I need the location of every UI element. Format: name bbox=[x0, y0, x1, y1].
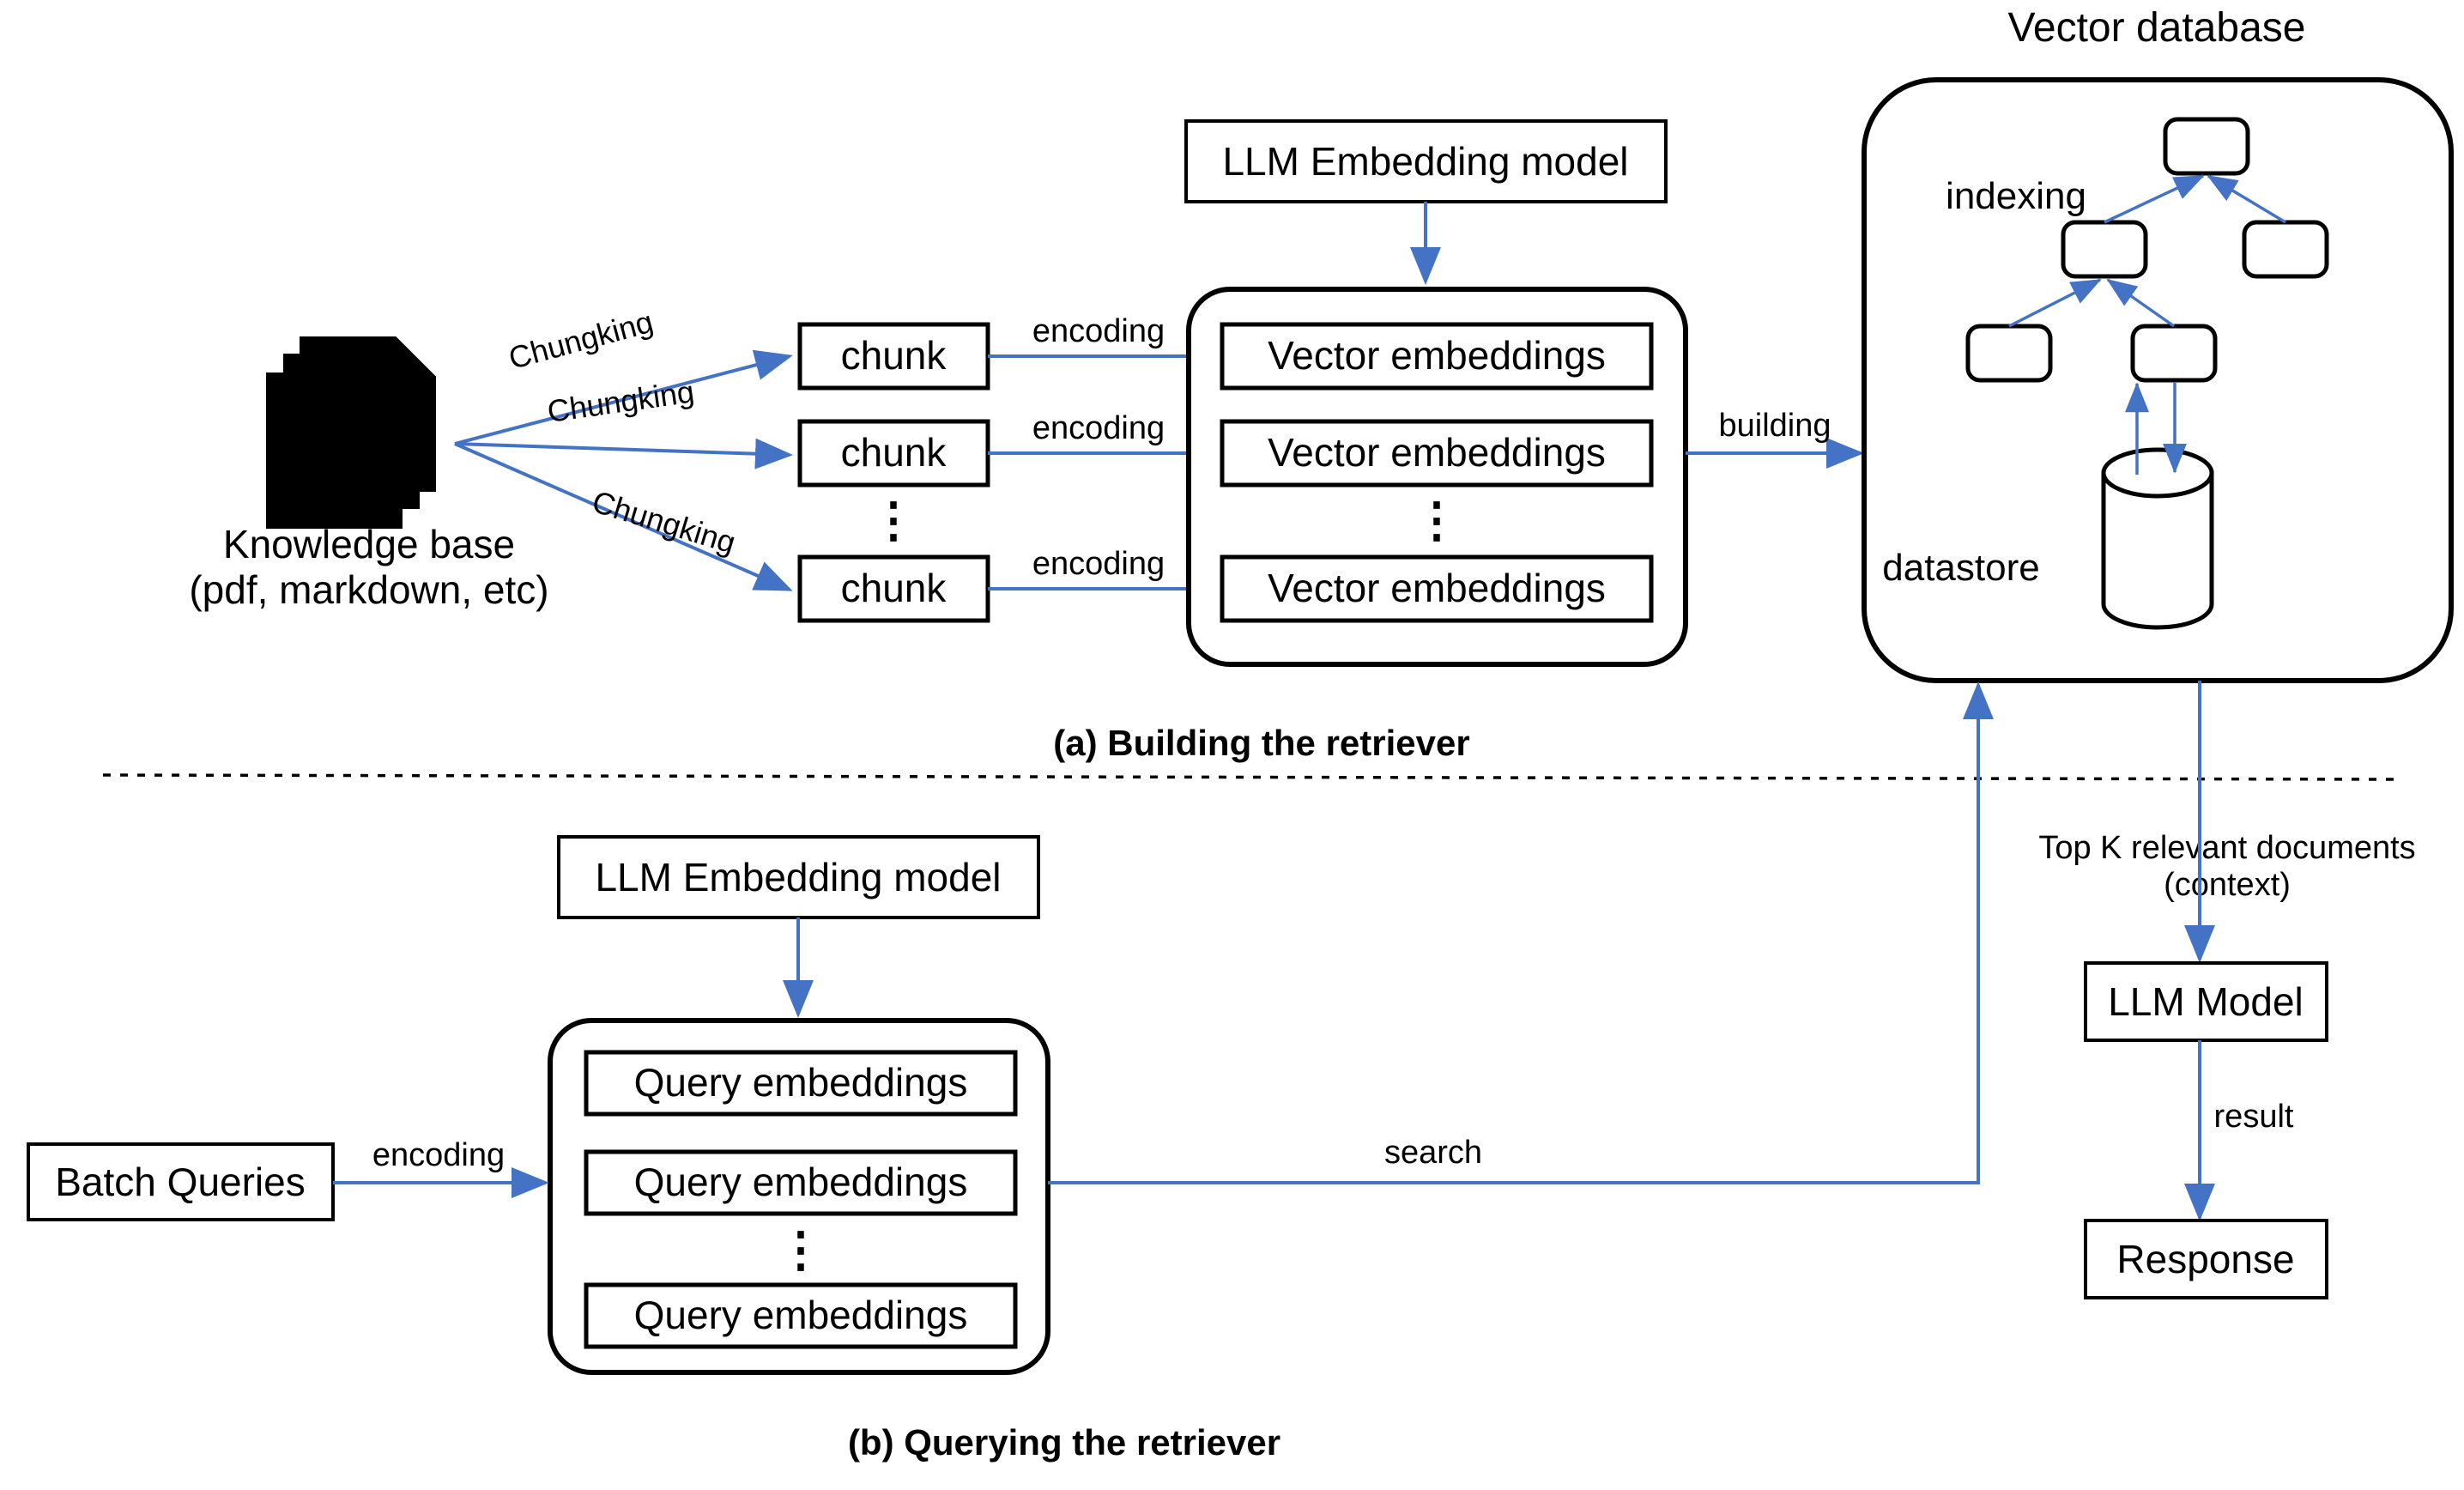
chunk-label-3: chunk bbox=[841, 566, 947, 610]
vector-embeddings-label-3: Vector embeddings bbox=[1268, 566, 1606, 610]
chunking-arrow-3 bbox=[454, 442, 793, 591]
vector-embeddings-box-1[interactable] bbox=[1220, 322, 1654, 391]
llm-embedding-model-label-a: LLM Embedding model bbox=[1222, 139, 1628, 184]
topk-label-line2: (context) bbox=[2164, 867, 2291, 903]
vector-embeddings-ellipsis: ⋮ bbox=[1413, 493, 1461, 547]
tree-edge-2 bbox=[2207, 174, 2286, 224]
response-box[interactable] bbox=[2084, 1219, 2328, 1299]
response-label: Response bbox=[2116, 1237, 2294, 1281]
chunking-arrow-1 bbox=[454, 349, 793, 445]
encoding-label-2: encoding bbox=[1032, 410, 1165, 446]
documents-stack-icon bbox=[266, 336, 436, 529]
datastore-cylinder-icon bbox=[2101, 447, 2214, 630]
vector-embeddings-box-3[interactable] bbox=[1220, 554, 1654, 623]
vector-embeddings-box-2[interactable] bbox=[1220, 419, 1654, 488]
query-embeddings-box-3[interactable] bbox=[584, 1282, 1018, 1349]
indexing-label: indexing bbox=[1946, 175, 2086, 217]
query-embeddings-ellipsis: ⋮ bbox=[777, 1222, 825, 1276]
chunk-label-1: chunk bbox=[841, 333, 947, 378]
query-embeddings-box-2[interactable] bbox=[584, 1149, 1018, 1216]
building-label: building bbox=[1719, 408, 1831, 444]
batch-queries-box[interactable] bbox=[27, 1142, 335, 1221]
chunking-label-2: Chungking bbox=[545, 373, 696, 429]
batch-encoding-label: encoding bbox=[372, 1137, 505, 1173]
panel-b-caption: (b) Querying the retriever bbox=[848, 1422, 1280, 1463]
tree-edge-4 bbox=[2106, 278, 2176, 328]
knowledge-base-label-line1: Knowledge base bbox=[223, 522, 515, 566]
vector-database-title: Vector database bbox=[2008, 5, 2306, 51]
search-arrow bbox=[1048, 681, 1994, 1184]
encoding-label-3: encoding bbox=[1032, 546, 1165, 582]
tree-edge-3 bbox=[2008, 278, 2102, 328]
query-embeddings-label-2: Query embeddings bbox=[634, 1160, 968, 1204]
tree-node-left bbox=[2061, 220, 2148, 279]
result-label: result bbox=[2214, 1099, 2294, 1135]
topk-label-line1: Top K relevant documents bbox=[2038, 830, 2415, 866]
llm-embedding-model-label-b: LLM Embedding model bbox=[595, 855, 1001, 899]
tree-edge-1 bbox=[2104, 174, 2205, 224]
panel-a-caption: (a) Building the retriever bbox=[1053, 723, 1469, 763]
batch-queries-label: Batch Queries bbox=[55, 1160, 305, 1204]
chunk-label-2: chunk bbox=[841, 430, 947, 475]
chunk-box-3[interactable] bbox=[797, 554, 990, 623]
query-embeddings-label-1: Query embeddings bbox=[634, 1060, 968, 1105]
search-label: search bbox=[1384, 1135, 1482, 1171]
chunking-label-1: Chungking bbox=[505, 304, 657, 376]
knowledge-base-label-line2: (pdf, markdown, etc) bbox=[189, 567, 548, 612]
chunking-arrow-2 bbox=[454, 438, 793, 469]
tree-node-leaf-right bbox=[2130, 324, 2218, 383]
vector-embeddings-label-1: Vector embeddings bbox=[1268, 333, 1606, 378]
encoding-label-1: encoding bbox=[1032, 313, 1165, 349]
llm-embedding-model-box-a[interactable] bbox=[1184, 119, 1668, 203]
query-embeddings-box-1[interactable] bbox=[584, 1050, 1018, 1117]
tree-node-root bbox=[2163, 117, 2250, 176]
llm-model-box[interactable] bbox=[2084, 961, 2328, 1042]
chunking-label-3: Chungking bbox=[588, 483, 740, 560]
llm-model-label: LLM Model bbox=[2108, 979, 2304, 1024]
tree-node-right bbox=[2242, 220, 2329, 279]
tree-node-leaf-left bbox=[1965, 324, 2053, 383]
panel-divider bbox=[102, 773, 2395, 781]
vector-embeddings-label-2: Vector embeddings bbox=[1268, 430, 1606, 475]
datastore-label: datastore bbox=[1882, 547, 2039, 589]
chunk-ellipsis: ⋮ bbox=[869, 493, 917, 547]
query-embeddings-label-3: Query embeddings bbox=[634, 1293, 968, 1337]
